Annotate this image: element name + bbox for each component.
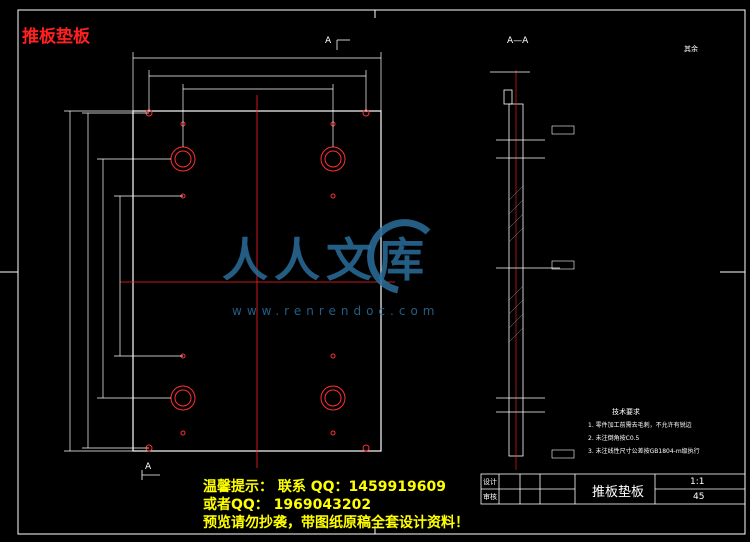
watermark-logo-text: 人人文库	[222, 233, 430, 287]
title-block-design-label: 设计	[483, 478, 497, 486]
section-view	[490, 70, 560, 470]
callout-boxes	[551, 125, 575, 459]
watermark-url: www.renrendoc.com	[232, 304, 440, 318]
notice-line-2: 或者QQ： 1969043202	[203, 497, 372, 513]
drawing-title-overlay: 推板垫板	[22, 27, 90, 47]
section-view-title: A—A	[507, 36, 529, 46]
tech-requirement-1: 1. 零件加工前需去毛刺，不允许有锐边	[588, 422, 692, 429]
left-dimensions	[64, 110, 183, 452]
notice-line-1: 温馨提示： 联系 QQ：1459919609	[203, 479, 446, 495]
title-block	[480, 473, 746, 505]
roughness-note: 其余	[684, 45, 698, 53]
counterbore-hole-tr	[320, 146, 346, 172]
counterbore-hole-bl	[170, 385, 196, 411]
section-label-bottom: A	[145, 462, 152, 472]
title-block-check-label: 审核	[483, 493, 497, 501]
tech-requirement-3: 3. 未注线性尺寸公差按GB1804-m级执行	[588, 448, 700, 455]
section-marks	[141, 39, 350, 480]
tech-requirements-title: 技术要求	[612, 408, 640, 416]
tech-requirement-2: 2. 未注倒角按C0.5	[588, 435, 640, 442]
title-block-scale: 1:1	[690, 477, 705, 487]
counterbore-hole-tl	[170, 146, 196, 172]
notice-line-3: 预览请勿抄袭，带图纸原稿全套设计资料！	[203, 515, 469, 531]
title-block-material-code: 45	[693, 492, 705, 502]
watermark-logo-ring	[367, 219, 431, 294]
section-label-top: A	[325, 36, 332, 46]
top-dimensions	[132, 52, 382, 147]
section-hatching	[508, 185, 524, 343]
counterbore-hole-br	[320, 385, 346, 411]
title-block-part-name: 推板垫板	[592, 485, 645, 500]
